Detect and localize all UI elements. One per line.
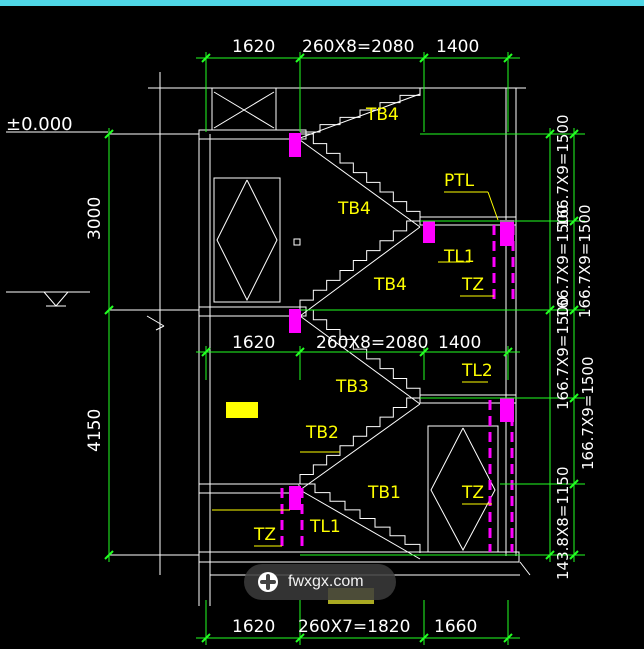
globe-icon [258, 572, 278, 592]
label-tz-upper: TZ [461, 275, 484, 295]
flight-upper-down-soffit [299, 139, 421, 228]
flight-upper-down [300, 133, 421, 221]
dim-right-outer-1: 166.7X9=1500 [576, 204, 594, 318]
dim-mid-3: 1400 [438, 333, 481, 353]
label-tl2: TL2 [461, 361, 493, 381]
label-tz-lower-left: TZ [253, 525, 276, 545]
height-lower: 4150 [85, 409, 105, 452]
window-top-bar [0, 0, 644, 6]
dimension-lines [108, 52, 585, 645]
dim-top-3: 1400 [436, 37, 479, 57]
height-upper: 3000 [85, 197, 105, 240]
label-tl1: TL1 [443, 247, 475, 267]
watermark: fwxgx.com [244, 564, 396, 600]
label-tb3: TB3 [335, 377, 369, 397]
stamp-block [226, 402, 258, 418]
flight-lower [300, 483, 421, 553]
stair-flights [299, 88, 421, 560]
watermark-text: fwxgx.com [288, 573, 364, 590]
column-upper-left [289, 133, 301, 157]
column-marks [289, 133, 514, 510]
column-right-upper [500, 220, 514, 246]
flight-top [300, 88, 421, 133]
dim-mid-1: 1620 [232, 333, 275, 353]
dim-right-inner-3: 166.7X9=1500 [579, 356, 597, 470]
label-tb4-mid: TB4 [337, 199, 371, 219]
label-ptl: PTL [444, 171, 475, 191]
column-mid-left [289, 309, 301, 333]
dimension-text: 1620 260X8=2080 1400 1620 260X8=2080 140… [6, 37, 597, 637]
label-tb1: TB1 [367, 483, 401, 503]
label-tb2: TB2 [305, 423, 339, 443]
flight-mid-up-soffit [299, 403, 421, 491]
member-labels: TB4 TB4 PTL TL1 TB4 TZ TB3 TL2 TB2 TB1 T… [253, 105, 493, 545]
dim-right-outer-2: 166.7X9=1500 [554, 204, 572, 318]
dim-right-inner-4: 143.8X8=1150 [554, 466, 572, 580]
dim-mid-2: 260X8=2080 [316, 333, 428, 353]
dim-top-1: 1620 [232, 37, 275, 57]
leader-lines [212, 191, 499, 547]
flight-lower-soffit [299, 489, 421, 560]
label-tz-lower-right: TZ [461, 483, 484, 503]
column-upper-right [423, 221, 435, 243]
dim-bottom-3: 1660 [434, 617, 477, 637]
label-tl1-lower: TL1 [309, 517, 341, 537]
elevation-level: ±0.000 [6, 114, 73, 135]
flight-mid-down-soffit [299, 315, 421, 405]
flight-upper-up-soffit [299, 226, 421, 317]
label-tb4-top: TB4 [365, 105, 399, 125]
dim-top-2: 260X8=2080 [302, 37, 414, 57]
flight-mid-down [300, 309, 421, 398]
elevation-marks [6, 131, 108, 307]
dim-bottom-1: 1620 [232, 617, 275, 637]
label-tb4-low: TB4 [373, 275, 407, 295]
flight-top-soffit [299, 93, 421, 139]
dim-right-inner-1: 166.7X9=1500 [554, 114, 572, 228]
column-lower-left [289, 486, 301, 510]
dim-right-inner-2: 166.7X9=1500 [554, 296, 572, 410]
dim-bottom-2: 260X7=1820 [298, 617, 410, 637]
flight-mid-up [299, 397, 420, 484]
column-dashed-lines [280, 225, 515, 552]
flight-upper-up [299, 220, 420, 310]
dimension-ticks [104, 53, 579, 643]
